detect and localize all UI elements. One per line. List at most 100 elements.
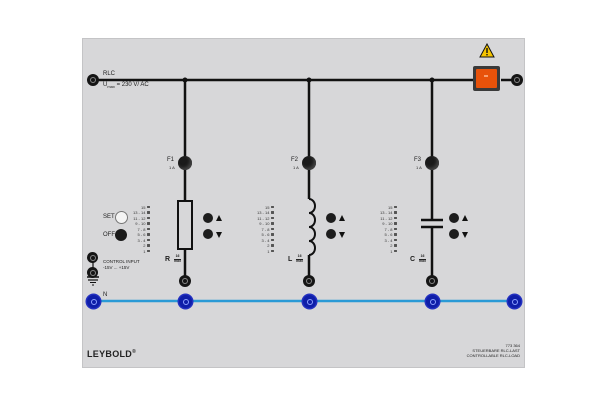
l-up-button[interactable] (326, 213, 336, 223)
led-indicator (394, 244, 397, 247)
led-scale-label: 2 (390, 243, 393, 249)
fuse-label-f1: F1 (167, 157, 175, 163)
fuse-holder-f1[interactable] (178, 156, 192, 170)
led-indicator-row: 1 (133, 249, 150, 254)
led-indicator-row: 3 - 4 (133, 238, 150, 243)
resistor-symbol-label: R 16 max (165, 254, 182, 263)
ground-icon (88, 279, 98, 286)
led-indicator-row: 1 (257, 248, 274, 254)
set-button[interactable] (115, 211, 128, 224)
led-indicator-row: 5 - 6 (257, 232, 274, 238)
off-button[interactable] (115, 229, 127, 241)
led-scale-label: 13 - 14 (133, 210, 146, 216)
set-label: SET (103, 214, 115, 220)
led-indicator (147, 249, 150, 253)
r-down-button[interactable] (203, 229, 213, 239)
r-fraction-den: max (174, 258, 182, 263)
led-scale-label: 2 (143, 243, 146, 249)
led-scale-label: 11 - 12 (380, 215, 393, 221)
supply-label: RLC (103, 71, 116, 77)
led-indicator-row: 7 - 8 (133, 226, 150, 232)
arrow-down-icon (462, 232, 468, 238)
supply-terminal-left[interactable] (87, 74, 99, 86)
led-indicator-row: 3 - 4 (257, 238, 274, 243)
led-indicator (394, 205, 397, 209)
off-label: OFF (103, 232, 115, 238)
led-indicator-row: 5 - 6 (133, 232, 150, 238)
arrow-up-icon (462, 215, 468, 221)
c-terminal[interactable] (426, 275, 438, 287)
led-scale-label: 1 (267, 248, 270, 254)
arrow-down-icon (216, 232, 222, 238)
led-indicator (394, 222, 397, 225)
neutral-terminal-2[interactable] (179, 295, 192, 308)
led-indicator (271, 227, 274, 231)
led-scale-label: 5 - 6 (137, 232, 146, 238)
fuse-rating-f3: 1 A (416, 165, 422, 170)
neutral-terminal-1[interactable] (87, 295, 100, 308)
fuse-holder-f2[interactable] (302, 156, 316, 170)
led-indicator (147, 227, 150, 231)
supply-terminal-right[interactable] (511, 74, 523, 86)
led-indicator-row: 11 - 12 (257, 216, 274, 221)
l-terminal[interactable] (303, 275, 315, 287)
l-fraction-num: 16 (296, 254, 304, 260)
led-indicator-row: 15 (380, 204, 397, 210)
led-indicator-row: 2 (133, 243, 150, 249)
led-indicator (147, 238, 150, 242)
brand-logo: LEYBOLD® (87, 349, 136, 359)
control-ground-terminal[interactable] (87, 267, 98, 278)
control-input-terminal[interactable] (87, 252, 98, 263)
warning-triangle-icon (479, 43, 495, 58)
led-indicator (147, 244, 150, 247)
led-indicator (147, 233, 150, 236)
neutral-terminal-4[interactable] (426, 295, 439, 308)
l-down-button[interactable] (326, 229, 336, 239)
led-indicator (271, 205, 274, 209)
neutral-terminal-3[interactable] (303, 295, 316, 308)
led-indicator-row: 13 - 14 (257, 210, 274, 215)
led-indicator (147, 211, 150, 214)
led-indicator-row: 11 - 12 (133, 216, 150, 221)
led-scale-label: 7 - 8 (137, 226, 146, 232)
led-indicator-row: 11 - 12 (380, 215, 397, 221)
led-scale-label: 15 (141, 204, 146, 210)
led-scale-label: 7 - 8 (261, 226, 270, 232)
fuse-label-f2: F2 (291, 157, 299, 163)
led-indicator (394, 216, 397, 220)
arrow-up-icon (216, 215, 222, 221)
led-indicator (271, 238, 274, 242)
led-scale-label: 9 - 10 (259, 221, 270, 227)
led-indicator-row: 7 - 8 (257, 226, 274, 232)
r-terminal[interactable] (179, 275, 191, 287)
brand-mark: ® (132, 349, 137, 355)
r-up-button[interactable] (203, 213, 213, 223)
led-indicator (394, 233, 397, 236)
c-up-button[interactable] (449, 213, 459, 223)
c-fraction-den: max (419, 258, 427, 263)
circuit-wiring (87, 77, 515, 303)
led-indicator (147, 216, 150, 220)
c-down-button[interactable] (449, 229, 459, 239)
fuse-holder-f3[interactable] (425, 156, 439, 170)
c-symbol: C (410, 255, 416, 263)
led-scale-label: 15 (388, 204, 393, 210)
led-indicator (394, 238, 397, 242)
control-input-label: CONTROL INPUT (103, 259, 140, 264)
led-scale-label: 5 - 6 (261, 232, 270, 238)
title-english: CONTROLLABLE RLC-LOAD (466, 353, 520, 359)
inductor-symbol-label: L 16 max (288, 254, 304, 263)
arrow-down-icon (339, 232, 345, 238)
led-scale-label: 13 - 14 (380, 210, 393, 216)
title-german: STEUERBARE RLC-LAST (472, 348, 520, 354)
fuse-rating-f2: 1 A (293, 165, 299, 170)
neutral-terminal-5[interactable] (508, 295, 521, 308)
fuse-label-f3: F3 (414, 157, 422, 163)
l-symbol: L (288, 255, 293, 263)
r-fraction-num: 16 (174, 254, 182, 260)
led-indicator (147, 222, 150, 225)
c-fraction-num: 16 (419, 254, 427, 260)
power-switch[interactable] (473, 66, 500, 91)
